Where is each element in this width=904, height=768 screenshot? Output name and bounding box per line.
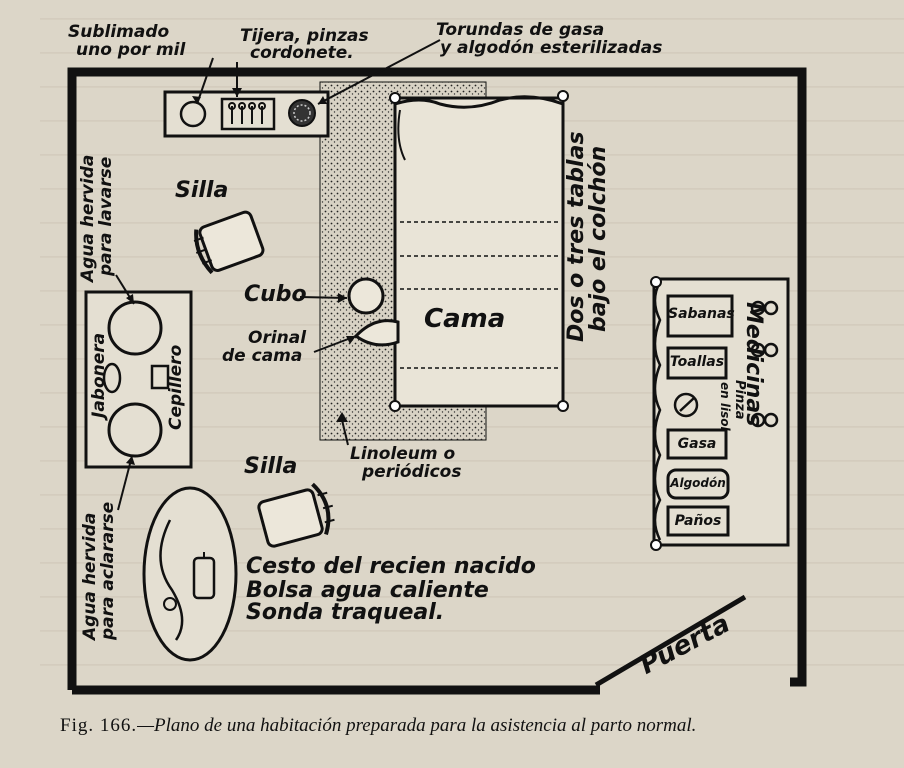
- label-panos: Paños: [674, 513, 722, 529]
- soap-dish: [102, 362, 122, 394]
- bed: [389, 90, 569, 412]
- label-sublimado-line2: uno por mil: [76, 40, 186, 60]
- label-silla-bottom: Silla: [244, 454, 298, 479]
- label-tablas-line2: bajo el colchón: [586, 145, 611, 332]
- label-gasa: Gasa: [677, 436, 717, 452]
- label-orinal-line1: Orinal: [248, 328, 307, 348]
- chair-bottom: [257, 482, 335, 548]
- bucket: [347, 277, 385, 315]
- baby-basket: [142, 486, 238, 662]
- label-cesto-line2: Bolsa agua caliente: [246, 578, 489, 603]
- scissors-tray: [220, 97, 276, 131]
- label-tablas-line1: Dos o tres tablas: [564, 131, 589, 342]
- arrowheads: [126, 88, 356, 465]
- label-tijera-line1: Tijera, pinzas: [240, 26, 369, 46]
- label-agua-lavarse-line2: para lavarse: [96, 156, 116, 276]
- label-linoleum-line2: periódicos: [362, 462, 462, 482]
- label-cubo: Cubo: [244, 282, 307, 307]
- brush-holder: [150, 364, 170, 390]
- label-toallas: Toallas: [669, 354, 725, 370]
- label-silla-top: Silla: [175, 178, 229, 203]
- label-cepillero: Cepillero: [166, 344, 186, 430]
- cabinet: [650, 276, 790, 551]
- gauze-jar: [288, 99, 316, 127]
- background-text-line: ————————————————————————————————————————…: [40, 38, 904, 63]
- label-agua-lavarse-line1: Agua hervida: [78, 154, 98, 282]
- label-agua-aclararse-line2: para aclararse: [98, 501, 118, 640]
- label-linoleum-line1: Linoleum o: [350, 444, 456, 464]
- label-cesto-line3: Sonda traqueal.: [246, 600, 445, 625]
- rinse-basin: [107, 402, 163, 458]
- wash-basin: [107, 300, 163, 356]
- label-orinal-line2: de cama: [222, 346, 303, 366]
- label-cama: Cama: [424, 304, 506, 334]
- background-text-line: ————————————————————————————————————————…: [40, 4, 904, 29]
- cloths-box: [666, 505, 730, 537]
- label-jabonera: Jabonera: [89, 332, 109, 418]
- room-walls: [67, 67, 807, 695]
- label-torundas-line1: Torundas de gasa: [436, 20, 605, 40]
- label-sabanas: Sabanas: [668, 306, 735, 322]
- tongs-jar: [673, 392, 699, 418]
- sheets-box: [666, 294, 734, 338]
- label-pinza-line2: en lisol: [718, 382, 732, 431]
- figure-number: Fig. 166.: [60, 715, 138, 736]
- label-sublimado-line1: Sublimado: [68, 22, 170, 42]
- label-agua-aclararse-line1: Agua hervida: [80, 512, 100, 640]
- label-tijera-line2: cordonete.: [250, 43, 354, 63]
- washstand: [84, 290, 193, 469]
- figure-caption-text: —Plano de una habitación preparada para …: [137, 715, 697, 736]
- door: [594, 594, 747, 688]
- cotton-box: [666, 468, 730, 500]
- label-pinza-line1: Pinza: [732, 380, 747, 420]
- room-plan: [67, 39, 807, 695]
- towels-box: [666, 346, 728, 380]
- figure-caption: Fig. 166.—Plano de una habitación prepar…: [60, 715, 860, 737]
- bedpan: [353, 319, 400, 347]
- gauze-box: [666, 428, 728, 460]
- label-torundas-line2: y algodón esterilizadas: [440, 38, 663, 58]
- label-algodon: Algodón: [670, 476, 726, 490]
- sublimado-bowl: [179, 100, 207, 128]
- instruments-table: [163, 90, 330, 138]
- chair-top: [193, 210, 265, 275]
- label-cesto-line1: Cesto del recien nacido: [246, 554, 536, 579]
